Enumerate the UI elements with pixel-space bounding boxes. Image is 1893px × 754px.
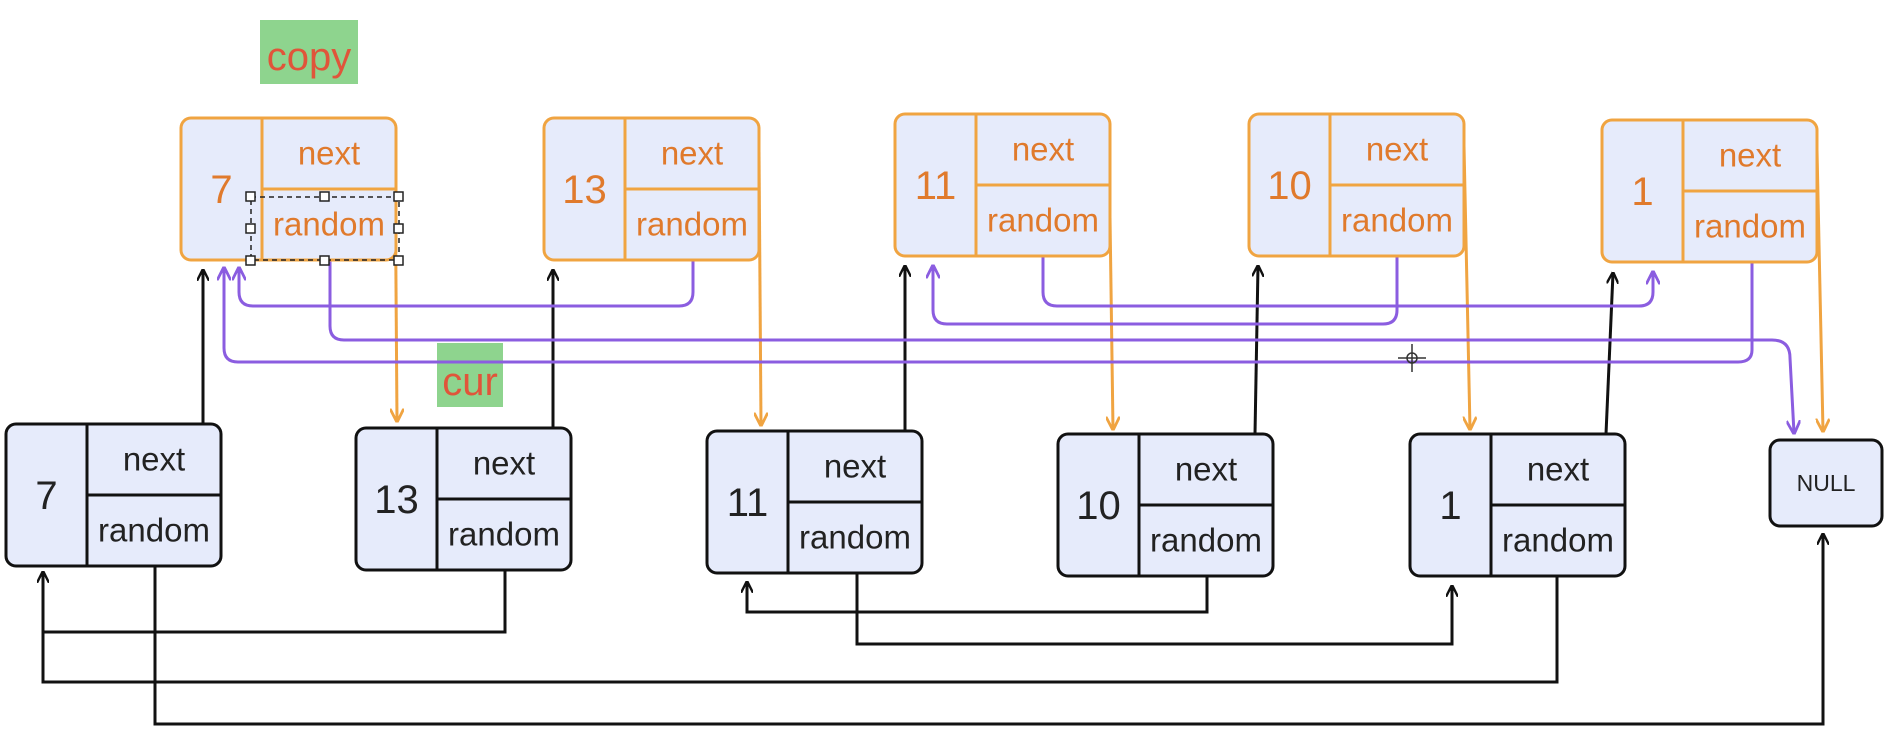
copy-nodes: 7 next random 13 next random 11 next random 10 nex… [179, 112, 1819, 264]
copy-11-node[interactable]: 11 next random [893, 112, 1112, 258]
resize-handle-w[interactable] [245, 223, 256, 234]
cur-label: cur [437, 343, 503, 407]
orig-10-node-random-label: random [1150, 522, 1262, 559]
resize-handle-s[interactable] [319, 255, 330, 266]
orig-13-node-random-label: random [448, 516, 560, 553]
orig-7-node[interactable]: 7 next random [4, 422, 223, 568]
resize-handle-n[interactable] [319, 191, 330, 202]
copy-13-node-next-label: next [661, 135, 723, 172]
copy-label-text: copy [267, 35, 352, 79]
copy-10-node[interactable]: 10 next random [1247, 112, 1466, 258]
orig-10-next-to-copy-10 [1255, 266, 1258, 435]
copy-13-node-random-label: random [636, 206, 748, 243]
copy-13-node[interactable]: 13 next random [542, 116, 761, 262]
copy-random-pointers [224, 246, 1794, 433]
orig-nodes: 7 next random 13 next random 11 next random 10 nex… [4, 422, 1627, 578]
copy-11-node-value: 11 [915, 164, 957, 208]
orig-11-node[interactable]: 11 next random [705, 429, 924, 575]
orig-1-next-to-copy-1 [1604, 273, 1613, 435]
orig-7-node-random-label: random [98, 512, 210, 549]
copy-11-node-random-label: random [987, 202, 1099, 239]
copy-label: copy [260, 20, 358, 84]
orig-7-node-value: 7 [35, 474, 57, 518]
orig-13-node[interactable]: 13 next random [354, 426, 573, 572]
resize-handle-nw[interactable] [245, 191, 256, 202]
copy-7-node-next-label: next [298, 135, 360, 172]
resize-handle-sw[interactable] [245, 255, 256, 266]
orig-7-random-to-null [153, 534, 1823, 726]
copy-10-node-value: 10 [1267, 164, 1312, 208]
null-node: NULL [1768, 438, 1884, 528]
copy-1-node-next-label: next [1719, 137, 1781, 174]
copy-1-random-to-7 [224, 250, 1754, 364]
orig-13-node-value: 13 [374, 478, 419, 522]
copy-10-random-to-11 [933, 246, 1399, 326]
cur-label-text: cur [442, 360, 498, 404]
orig-10-node-value: 10 [1076, 484, 1121, 528]
orig-7-node-next-label: next [123, 441, 185, 478]
copy-13-node-value: 13 [562, 168, 607, 212]
orig-13-random-to-7 [43, 564, 507, 634]
resize-handle-se[interactable] [393, 255, 404, 266]
copy-label-bg [260, 20, 358, 84]
copy-11-random-to-1 [1041, 246, 1653, 308]
cur-label-bg [437, 343, 503, 407]
selection-handles[interactable] [245, 191, 404, 266]
orig-10-node[interactable]: 10 next random [1056, 432, 1275, 578]
copy-7-random-to-null [328, 260, 1794, 433]
orig-1-random-to-7 [41, 566, 1559, 684]
copy-13-random-to-7 [239, 250, 695, 308]
copy-11-node-next-label: next [1012, 131, 1074, 168]
copy-7-node[interactable]: 7 next random [179, 116, 398, 262]
copy-10-node-next-label: next [1366, 131, 1428, 168]
copy-7-node-random-label: random [273, 206, 385, 243]
orig-10-node-next-label: next [1175, 451, 1237, 488]
resize-handle-ne[interactable] [393, 191, 404, 202]
orig-1-node[interactable]: 1 next random [1408, 432, 1627, 578]
copy-1-node-random-label: random [1694, 208, 1806, 245]
orig-11-node-value: 11 [727, 481, 769, 525]
null-label: NULL [1797, 470, 1856, 496]
orig-1-node-value: 1 [1439, 484, 1461, 528]
orig-11-random-to-1 [855, 558, 1452, 646]
copy-7-node-value: 7 [210, 168, 232, 212]
orig-random-pointers [41, 534, 1823, 726]
orig-10-random-to-11 [747, 568, 1209, 614]
null-box [1768, 438, 1884, 528]
selection-box[interactable] [245, 191, 404, 266]
orig-13-node-next-label: next [473, 445, 535, 482]
crosshair-cursor-icon [1398, 344, 1426, 372]
orig-11-node-random-label: random [799, 519, 911, 556]
orig-1-node-random-label: random [1502, 522, 1614, 559]
copy-1-node-value: 1 [1631, 170, 1653, 214]
copy-1-node[interactable]: 1 next random [1600, 118, 1819, 264]
copy-10-node-random-label: random [1341, 202, 1453, 239]
orig-1-node-next-label: next [1527, 451, 1589, 488]
orig-11-node-next-label: next [824, 448, 886, 485]
resize-handle-e[interactable] [393, 223, 404, 234]
